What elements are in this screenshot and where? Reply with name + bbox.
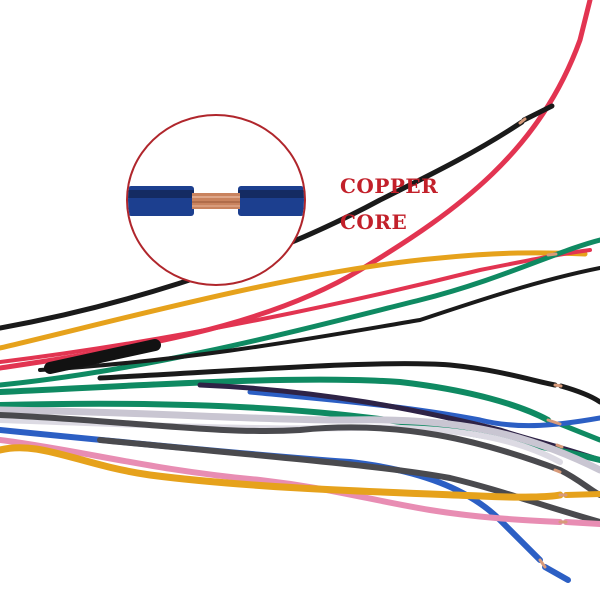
magnified-inset bbox=[126, 114, 306, 286]
annotation-core: CORE bbox=[340, 210, 408, 234]
stripped-wire-icon bbox=[128, 186, 304, 216]
annotation-copper: COPPER bbox=[340, 174, 439, 198]
